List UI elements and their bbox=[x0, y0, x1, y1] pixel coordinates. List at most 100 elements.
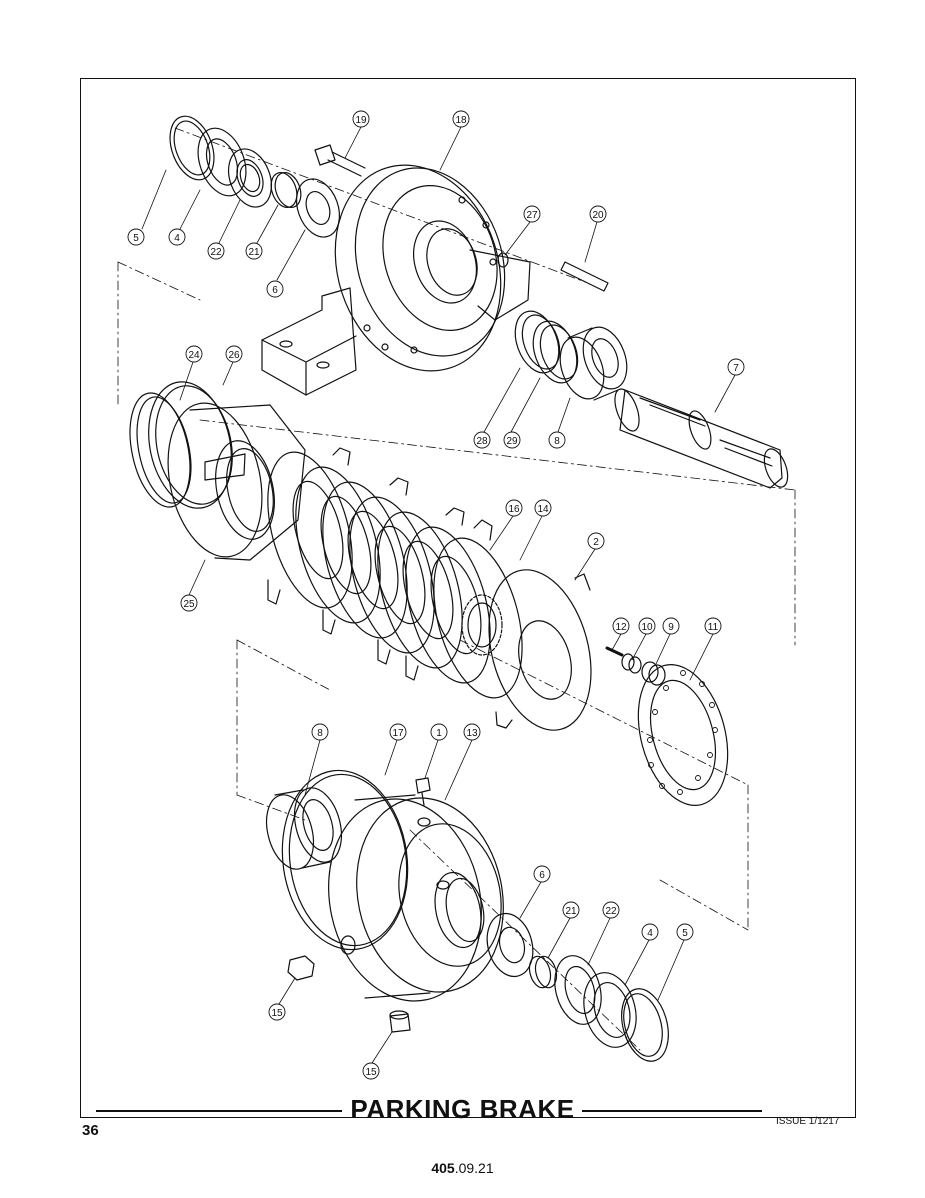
callout-number: 5 bbox=[682, 928, 688, 939]
callout-bubble bbox=[727, 358, 745, 376]
callout-number: 26 bbox=[228, 350, 240, 361]
callout-bubble bbox=[127, 228, 145, 246]
oring-26 bbox=[148, 381, 233, 509]
washer-4 bbox=[197, 127, 247, 197]
callout-bubble bbox=[612, 617, 630, 635]
callout-number: 21 bbox=[565, 906, 577, 917]
callout-number: 6 bbox=[272, 285, 278, 296]
callout-bubble bbox=[505, 499, 523, 517]
separator-plate bbox=[267, 447, 353, 609]
title-rule-right bbox=[582, 1110, 762, 1112]
callout-bubble bbox=[589, 205, 607, 223]
ring-21-bottom bbox=[528, 955, 558, 989]
ring-21 bbox=[270, 171, 302, 209]
hub-14 bbox=[433, 537, 523, 699]
callout-number: 15 bbox=[271, 1008, 283, 1019]
callout-number: 5 bbox=[133, 233, 139, 244]
callout-numbers: 19 18 5 4 22 21 6 27 20 24 26 28 29 8 7 … bbox=[133, 115, 739, 1078]
callout-bubble bbox=[266, 280, 284, 298]
callout-number: 12 bbox=[615, 622, 627, 633]
leader-lines bbox=[141, 126, 736, 1064]
callout-bubble bbox=[473, 431, 491, 449]
callout-bubble bbox=[587, 532, 605, 550]
document-code-minor: .09.21 bbox=[454, 1160, 494, 1176]
snap-ring-5-bottom bbox=[621, 988, 669, 1062]
callout-bubble bbox=[534, 499, 552, 517]
separator-plate bbox=[322, 477, 409, 639]
seal-22 bbox=[227, 148, 273, 208]
title-rule-left bbox=[96, 1110, 342, 1112]
callout-bubble bbox=[180, 594, 198, 612]
callout-bubble bbox=[225, 345, 243, 363]
breather-1 bbox=[415, 777, 431, 806]
document-code-major: 405 bbox=[431, 1160, 455, 1176]
page-number: 36 bbox=[82, 1122, 99, 1139]
callout-number: 11 bbox=[708, 622, 719, 633]
housing-18 bbox=[261, 164, 531, 396]
callout-bubble bbox=[362, 1062, 380, 1080]
callout-bubble bbox=[207, 242, 225, 260]
callout-number: 22 bbox=[210, 247, 222, 258]
callout-bubble bbox=[602, 901, 620, 919]
callout-bubble bbox=[503, 431, 521, 449]
page-title: PARKING BRAKE bbox=[350, 1094, 575, 1124]
plug-15-side bbox=[287, 955, 315, 981]
spring-parts bbox=[605, 646, 666, 686]
callout-number: 6 bbox=[539, 870, 545, 881]
callout-bubble bbox=[352, 110, 370, 128]
callout-number: 7 bbox=[733, 363, 739, 374]
friction-disc bbox=[295, 466, 381, 624]
callout-number: 19 bbox=[355, 115, 367, 126]
callout-number: 18 bbox=[455, 115, 467, 126]
callout-bubble bbox=[245, 242, 263, 260]
callout-number: 9 bbox=[668, 622, 674, 633]
plate-2 bbox=[488, 569, 592, 731]
bearing-8-bottom bbox=[265, 787, 343, 870]
callout-bubble bbox=[311, 723, 329, 741]
callout-number: 14 bbox=[537, 504, 549, 515]
callout-bubble bbox=[533, 865, 551, 883]
callout-number: 15 bbox=[365, 1067, 377, 1078]
callout-number: 29 bbox=[506, 436, 518, 447]
document-code: 405.09.21 bbox=[0, 1160, 925, 1176]
callout-number: 25 bbox=[183, 599, 195, 610]
callout-bubble bbox=[452, 110, 470, 128]
bolt-19 bbox=[314, 144, 366, 177]
washer-4-bottom bbox=[583, 972, 637, 1048]
center-lines bbox=[117, 127, 796, 1051]
plug-15-bottom bbox=[389, 1010, 411, 1033]
seal-6-bottom bbox=[486, 912, 534, 978]
seal-6 bbox=[295, 178, 341, 238]
callout-number: 27 bbox=[526, 210, 538, 221]
callout-number: 4 bbox=[647, 928, 653, 939]
callout-bubble bbox=[389, 723, 407, 741]
separator-plate bbox=[377, 507, 465, 669]
bearing-8-top bbox=[559, 326, 628, 401]
callout-number: 24 bbox=[188, 350, 200, 361]
pin-27 bbox=[497, 252, 509, 268]
piston-25 bbox=[167, 402, 306, 561]
callout-bubble bbox=[548, 431, 566, 449]
oring-24 bbox=[129, 392, 192, 508]
callout-number: 28 bbox=[476, 436, 488, 447]
callout-number: 10 bbox=[641, 622, 653, 633]
callout-number: 21 bbox=[248, 247, 260, 258]
callout-bubble bbox=[268, 1003, 286, 1021]
callout-number: 17 bbox=[392, 728, 404, 739]
oring-29 bbox=[532, 320, 579, 384]
callout-bubble bbox=[662, 617, 680, 635]
callout-bubble bbox=[638, 617, 656, 635]
callout-number: 13 bbox=[466, 728, 478, 739]
callout-number: 2 bbox=[593, 537, 599, 548]
callout-bubble bbox=[704, 617, 722, 635]
callout-number: 16 bbox=[508, 504, 520, 515]
seal-22-bottom bbox=[554, 955, 602, 1025]
oring-28 bbox=[514, 310, 561, 374]
diagram-frame bbox=[80, 78, 856, 1118]
callout-number: 20 bbox=[592, 210, 604, 221]
shaft-7 bbox=[614, 388, 789, 489]
callout-number: 22 bbox=[605, 906, 617, 917]
callout-bubble bbox=[463, 723, 481, 741]
callout-number: 4 bbox=[174, 233, 180, 244]
